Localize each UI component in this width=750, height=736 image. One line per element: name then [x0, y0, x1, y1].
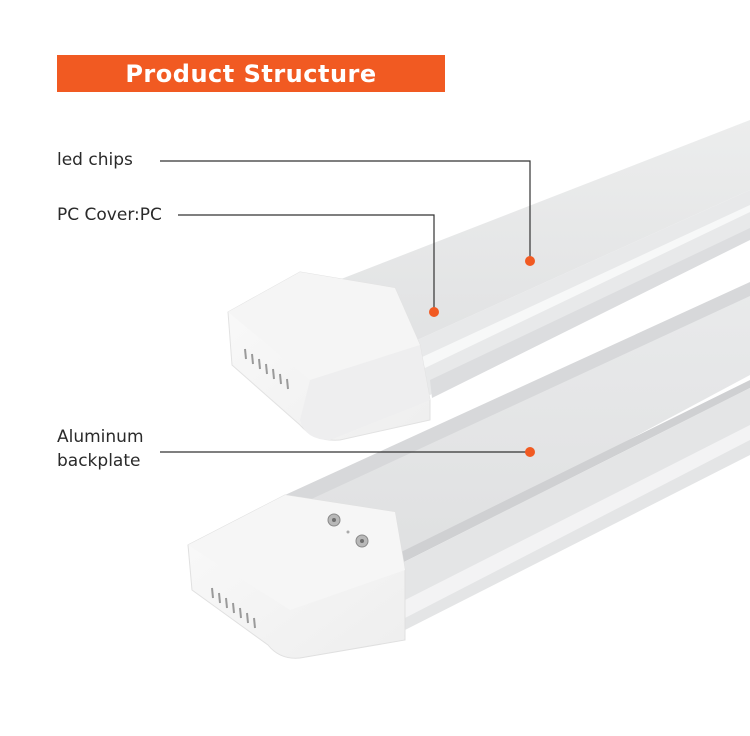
callout-dots	[429, 256, 535, 457]
mounting-screws	[327, 513, 369, 548]
label-led-chips: led chips	[57, 150, 133, 170]
label-aluminum-line2: backplate	[57, 451, 141, 471]
upper-fixture	[227, 120, 750, 441]
vent-slots-lower	[211, 587, 256, 629]
title-banner: Product Structure	[57, 55, 445, 92]
dot-led-chips	[525, 256, 535, 266]
dot-pc-cover	[429, 307, 439, 317]
dot-aluminum-backplate	[525, 447, 535, 457]
vent-slots-upper	[244, 348, 289, 390]
label-aluminum-line1: Aluminum	[57, 427, 144, 447]
callout-line-led-chips	[160, 160, 531, 261]
callout-line-pc-cover	[178, 214, 435, 312]
label-pc-cover: PC Cover:PC	[57, 205, 162, 225]
page-title: Product Structure	[125, 59, 377, 88]
callout-lines	[160, 160, 531, 453]
lower-fixture	[187, 282, 750, 659]
